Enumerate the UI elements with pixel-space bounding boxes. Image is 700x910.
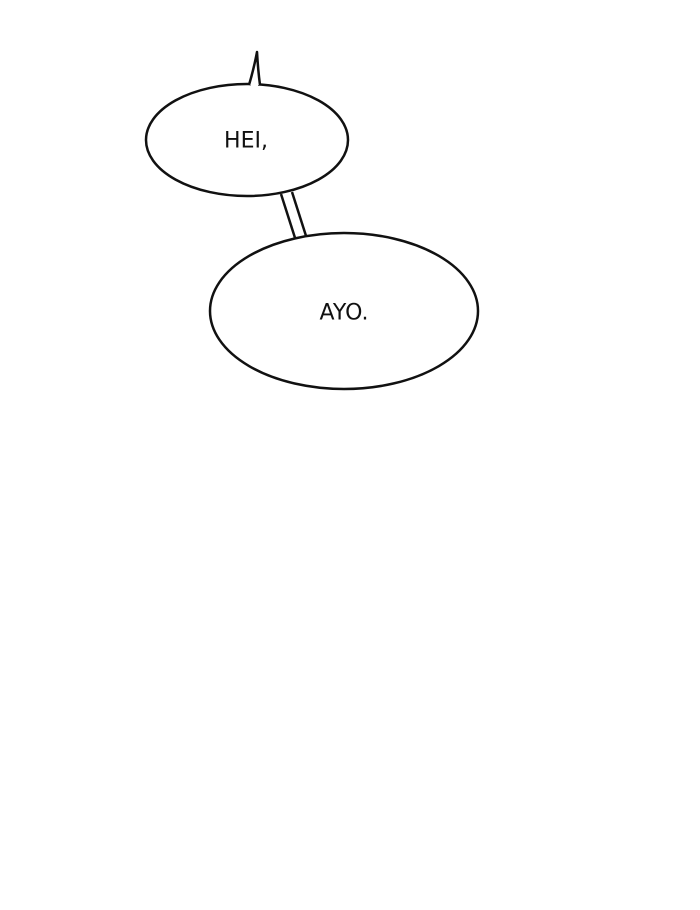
bubble-connector [279,191,309,242]
speech-bubble-2 [208,231,480,391]
speech-bubble-1-text: HEI, [224,128,268,154]
speech-bubble-2-text: AYO. [319,300,369,326]
speech-bubble-1 [144,50,350,198]
